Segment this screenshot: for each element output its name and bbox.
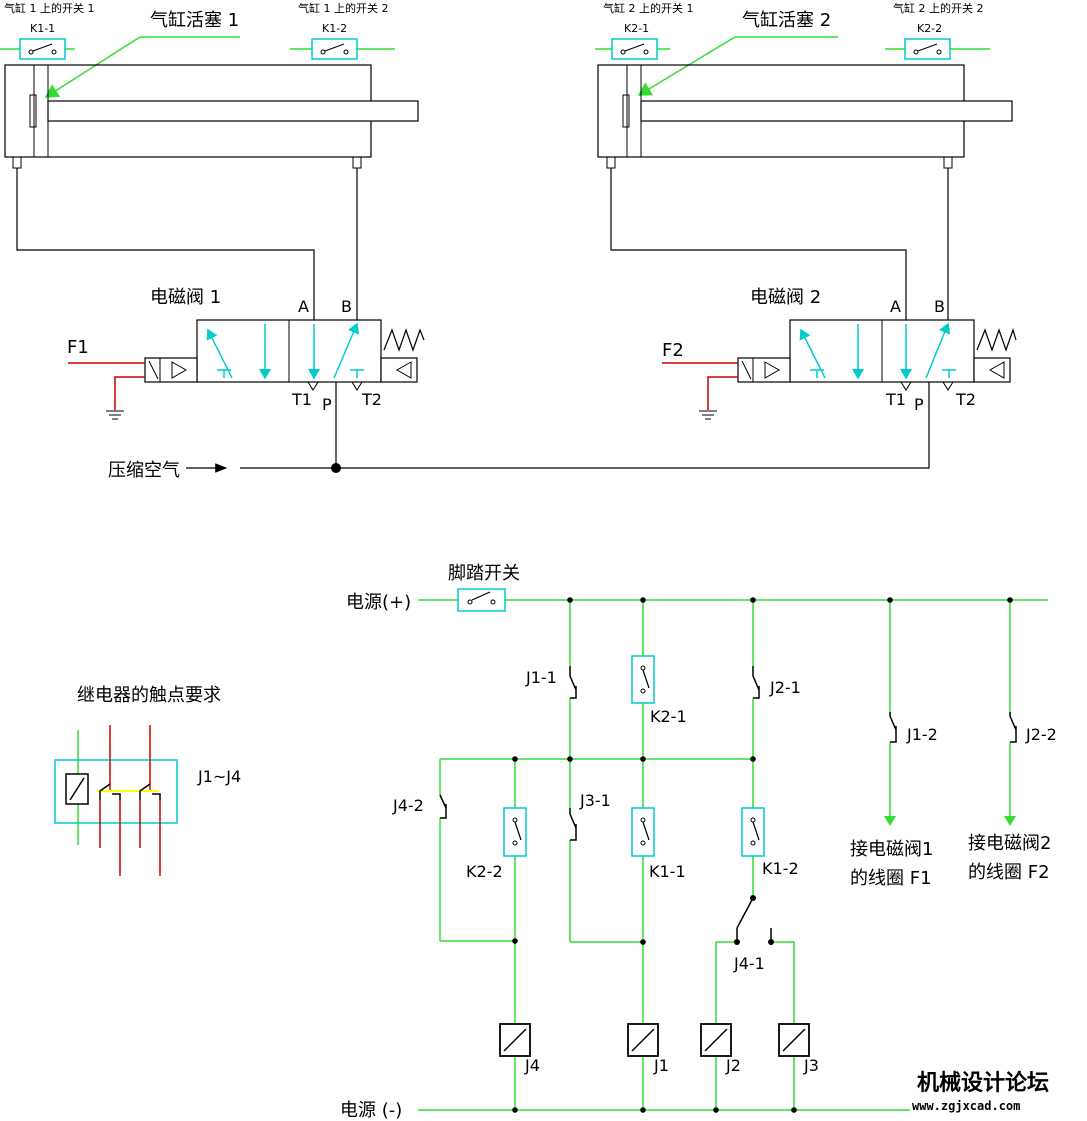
cyl1-title: 气缸活塞 1 (150, 9, 239, 31)
label-j2-1: J2-1 (769, 678, 801, 697)
contact-k1-1 (631, 807, 655, 857)
relay-coil-j4 (499, 1023, 531, 1057)
cylinder-1: 气缸 1 上的开关 1 K1-1 气缸 1 上的开关 2 K1-2 气缸活塞 1 (0, 1, 419, 320)
contact-j2-2 (1009, 712, 1017, 743)
label-j3-1: J3-1 (579, 791, 611, 810)
label-j4-1: J4-1 (733, 954, 765, 973)
contact-k2-2 (503, 807, 527, 857)
label-coil-j4: J4 (524, 1056, 540, 1075)
label-coil-j2: J2 (725, 1056, 741, 1075)
watermark-url: www.zgjxcad.com (912, 1099, 1020, 1113)
relay-coil-j1 (627, 1023, 659, 1057)
valve2-port-t1: T1 (885, 390, 906, 409)
label-j1-2: J1-2 (906, 725, 938, 744)
output-1-line1: 接电磁阀1 (850, 839, 933, 860)
contact-j4-2 (439, 794, 447, 819)
foot-switch-label: 脚踏开关 (448, 563, 520, 584)
valve1-title: 电磁阀 1 (150, 287, 221, 308)
foot-switch (457, 588, 506, 612)
label-k1-2: K1-2 (762, 859, 799, 878)
output-1-line2: 的线圈 F1 (850, 868, 932, 889)
valve2-port-t2: T2 (955, 390, 976, 409)
contact-j3-1 (569, 808, 577, 841)
watermark-title: 机械设计论坛 (917, 1070, 1049, 1096)
cyl1-switch1 (19, 38, 66, 60)
contact-k1-2 (741, 807, 765, 857)
cyl2-switch1-id: K2-1 (624, 22, 649, 35)
valve2-port-p: P (914, 395, 924, 414)
valve1-port-a: A (298, 297, 309, 316)
label-j1-1: J1-1 (525, 668, 557, 687)
label-coil-j3: J3 (803, 1056, 819, 1075)
contact-j2-1 (752, 666, 760, 699)
output-2-line1: 接电磁阀2 (968, 833, 1051, 854)
valve2-port-a: A (890, 297, 901, 316)
contact-j1-1 (569, 666, 577, 699)
relay-contact-spec: 继电器的触点要求 J1~J4 (54, 685, 241, 876)
cyl1-switch2-id: K1-2 (322, 22, 347, 35)
label-coil-j1: J1 (653, 1056, 669, 1075)
power-positive-label: 电源(+) (346, 592, 411, 613)
output-2-line2: 的线圈 F2 (968, 862, 1050, 883)
relay-coil-j3 (778, 1023, 810, 1057)
relay-spec-title: 继电器的触点要求 (77, 685, 221, 706)
cyl2-switch2 (904, 38, 951, 60)
cyl2-title: 气缸活塞 2 (742, 9, 831, 31)
cyl2-rod (640, 100, 1013, 122)
cyl2-switch2-id: K2-2 (917, 22, 942, 35)
label-k2-2: K2-2 (466, 862, 503, 881)
valve2-title: 电磁阀 2 (750, 287, 821, 308)
watermark: 机械设计论坛 www.zgjxcad.com (912, 1070, 1049, 1113)
valve1-port-p: P (322, 395, 332, 414)
solenoid-valve-2: 电磁阀 2 A B T1 P T2 F2 (336, 287, 1017, 469)
contact-j1-2 (889, 712, 897, 743)
contact-k2-1 (631, 655, 655, 704)
valve2-port-b: B (934, 297, 945, 316)
cyl1-switch2 (311, 38, 358, 60)
ladder-circuit: 电源(+) 电源 (-) 脚踏开关 (340, 563, 1057, 1121)
valve2-signal-label: F2 (662, 340, 684, 361)
air-supply-label: 压缩空气 (108, 460, 180, 481)
cyl2-switch1-caption: 气缸 2 上的开关 1 (603, 1, 694, 15)
valve1-port-t1: T1 (291, 390, 312, 409)
air-supply-line: 压缩空气 (108, 460, 341, 481)
relay-spec-range: J1~J4 (197, 767, 241, 786)
relay-coil-j2 (700, 1023, 732, 1057)
label-k2-1: K2-1 (650, 707, 687, 726)
contact-j4-1-changeover (734, 895, 774, 945)
solenoid-valve-1: 电磁阀 1 A B T1 P T2 F1 (67, 287, 425, 468)
cyl1-switch1-caption: 气缸 1 上的开关 1 (4, 1, 95, 15)
cyl1-switch2-caption: 气缸 1 上的开关 2 (298, 1, 389, 15)
cyl1-switch1-id: K1-1 (30, 22, 55, 35)
cyl2-switch1 (611, 38, 658, 60)
label-k1-1: K1-1 (649, 862, 686, 881)
valve1-port-t2: T2 (361, 390, 382, 409)
cylinder-2: 气缸 2 上的开关 1 K2-1 气缸 2 上的开关 2 K2-2 气缸活塞 2 (595, 1, 1013, 320)
cyl2-switch2-caption: 气缸 2 上的开关 2 (893, 1, 984, 15)
valve1-signal-label: F1 (67, 337, 89, 358)
valve1-port-b: B (341, 297, 352, 316)
label-j4-2: J4-2 (392, 796, 424, 815)
label-j2-2: J2-2 (1025, 725, 1057, 744)
power-negative-label: 电源 (-) (340, 1100, 402, 1121)
cyl1-rod (47, 100, 419, 122)
